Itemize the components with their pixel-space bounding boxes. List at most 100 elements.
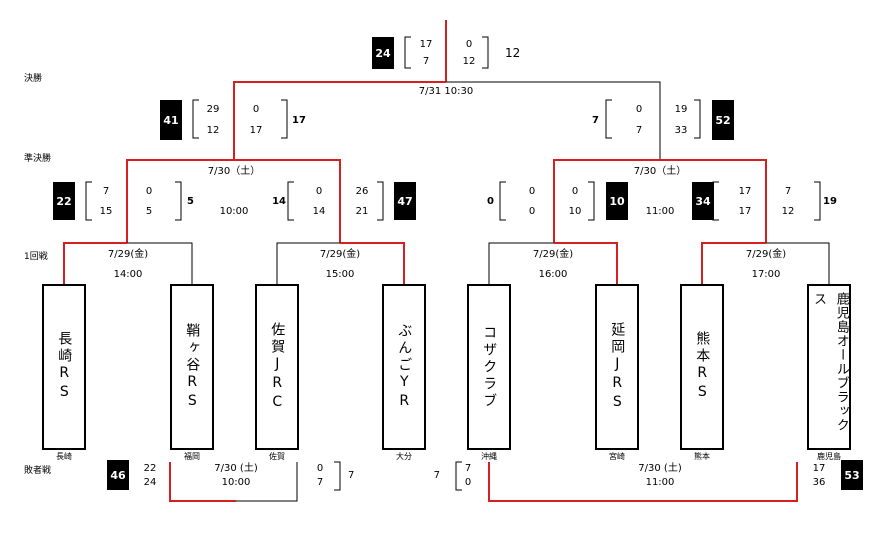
team-prefecture: 沖縄 [481,452,497,461]
match-time: 10:00 [219,206,249,217]
team-box: 佐賀JRC [255,284,299,450]
match-date: 7/29(金) [319,249,361,260]
team-prefecture: 宮崎 [609,452,625,461]
match-datetime: 7/31 10:30 [418,86,474,97]
half-score: 26 [355,186,369,197]
match-time: 14:00 [113,269,143,280]
half-score: 7 [635,125,643,136]
bracket-line [446,81,661,160]
half-score: 29 [206,104,220,115]
half-score: 19 [674,104,688,115]
team-name: 長崎RS [56,331,73,403]
total-score: 17 [292,115,306,126]
bracket-line-winner [340,242,405,284]
winner-score-box: 53 [841,460,863,490]
half-score: 17 [738,186,752,197]
winner-score-box: 34 [692,182,714,220]
score-bracket [404,36,411,69]
winner-score-box: 10 [606,182,628,220]
team-box: 熊本RS [680,284,724,450]
total-score: 7 [433,470,440,481]
total-score: 12 [505,46,521,60]
half-score: 0 [528,206,536,217]
team-prefecture: 福岡 [184,452,200,461]
winner-score-box: 52 [712,100,734,140]
score-bracket [175,181,182,221]
match-date: 7/29(金) [532,249,574,260]
total-score: 19 [823,196,837,207]
team-box: コザクラブ [467,284,511,450]
bracket-line [276,242,340,284]
winner-score-box: 41 [160,100,182,140]
half-score: 7 [316,477,324,488]
total-score: 14 [272,196,286,207]
half-score: 12 [781,206,795,217]
bracket-line-winner [63,242,127,284]
match-time: 16:00 [538,269,568,280]
team-name: 延岡JRS [609,321,626,413]
team-name: 熊本RS [694,331,711,403]
total-score: 0 [487,196,494,207]
half-score: 0 [252,104,260,115]
winner-score-box: 24 [372,37,394,69]
bracket-line-winner [126,159,234,243]
winner-score-box: 47 [394,182,416,220]
half-score: 0 [465,39,473,50]
winner-score-box: 22 [53,182,75,220]
bracket-line-winner [488,462,660,502]
half-score: 0 [528,186,536,197]
match-time: 10:00 [221,477,251,488]
score-bracket [814,181,821,221]
score-bracket [287,181,294,221]
half-score: 7 [784,186,792,197]
match-date: 7/30 (土) [214,463,258,474]
team-prefecture: 大分 [396,452,412,461]
half-score: 17 [812,463,826,474]
half-score: 36 [812,477,826,488]
half-score: 33 [674,125,688,136]
half-score: 0 [571,186,579,197]
team-box: 鹿児島オールブラックス [807,284,851,450]
bracket-line-winner [553,159,660,243]
match-time: 11:00 [645,477,675,488]
bracket-line-winner [233,81,446,160]
bracket-line [127,242,193,284]
half-score: 12 [462,56,476,67]
bracket-line-winner [660,462,798,502]
bracket-line-winner [169,462,236,502]
team-prefecture: 鹿児島 [817,452,841,461]
score-bracket [588,181,595,221]
half-score: 17 [249,125,263,136]
half-score: 0 [315,186,323,197]
match-time: 17:00 [751,269,781,280]
half-score: 7 [102,186,110,197]
score-bracket [192,99,199,139]
half-score: 10 [568,206,582,217]
team-box: ぶんごYR [382,284,426,450]
score-bracket [85,181,92,221]
half-score: 22 [143,463,157,474]
half-score: 17 [419,39,433,50]
team-box: 鞘ヶ谷RS [170,284,214,450]
half-score: 21 [355,206,369,217]
score-bracket [334,461,341,491]
team-name: ぶんごYR [396,322,413,412]
match-date: 7/29(金) [107,249,149,260]
match-time: 15:00 [325,269,355,280]
half-score: 7 [464,463,472,474]
total-score: 7 [348,470,355,481]
winner-score-box: 46 [107,460,129,490]
score-bracket [482,36,489,69]
match-date: 7/29(金) [745,249,787,260]
half-score: 14 [312,206,326,217]
team-name: 鞘ヶ谷RS [184,322,201,412]
score-bracket [377,181,384,221]
half-score: 0 [635,104,643,115]
bracket-line [236,462,298,502]
team-name: 佐賀JRC [269,321,286,413]
match-date: 7/30（土） [633,166,687,177]
team-box: 延岡JRS [595,284,639,450]
half-score: 5 [145,206,153,217]
